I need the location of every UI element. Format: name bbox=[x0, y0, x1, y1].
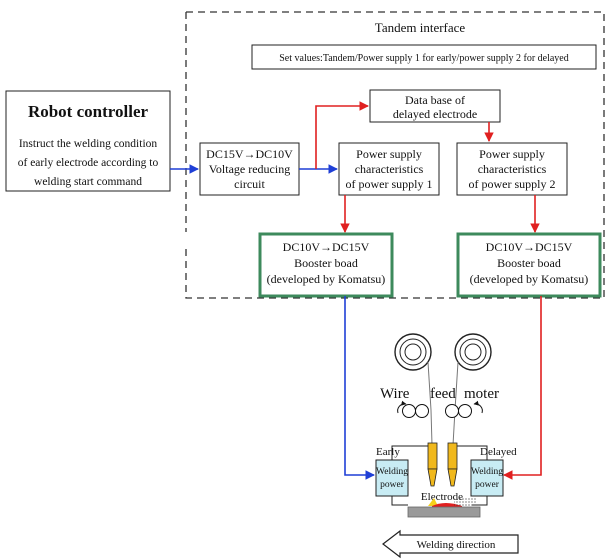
psc1-line: characteristics bbox=[355, 162, 424, 176]
robot-controller-line: welding start command bbox=[34, 176, 142, 188]
welding-direction-arrow-icon: Welding direction bbox=[382, 529, 519, 559]
set-values-text: Set values:Tandem/Power supply 1 for ear… bbox=[279, 53, 569, 64]
wire-feed-word: feed bbox=[430, 386, 456, 402]
booster1-line: DC10V→DC15V bbox=[283, 240, 370, 254]
early-torch-icon bbox=[427, 442, 438, 487]
arrow-booster1-to-welding-power bbox=[344, 296, 375, 480]
base-metal bbox=[407, 506, 481, 518]
voltage-reducing-line: Voltage reducing bbox=[209, 162, 290, 176]
booster2-line: DC10V→DC15V bbox=[486, 240, 573, 254]
circuit-wiring bbox=[391, 445, 488, 506]
psc2-line: of power supply 2 bbox=[469, 177, 556, 191]
feed-rollers-icon bbox=[397, 400, 483, 418]
voltage-reducing-line: DC15V→DC10V bbox=[206, 147, 293, 161]
welding-power-right-line: Welding bbox=[471, 467, 503, 477]
psc2-line: Power supply bbox=[479, 147, 545, 161]
booster2-line: (developed by Komatsu) bbox=[470, 272, 589, 286]
robot-controller-line: of early electrode according to bbox=[18, 157, 159, 169]
welding-power-left-box: Welding power bbox=[375, 459, 409, 497]
arrow-booster2-to-welding-power bbox=[503, 296, 542, 480]
voltage-reducing-box: DC15V→DC10V Voltage reducing circuit bbox=[199, 142, 300, 196]
welding-power-right-line: power bbox=[475, 480, 500, 490]
power-supply-characteristics-1-box: Power supply characteristics of power su… bbox=[338, 142, 440, 196]
early-label: Early bbox=[376, 446, 400, 458]
arrow-reducer-to-database bbox=[315, 101, 369, 169]
delayed-torch-icon bbox=[447, 442, 458, 487]
psc2-line: characteristics bbox=[478, 162, 547, 176]
booster-board-2-box: DC10V→DC15V Booster boad (developed by K… bbox=[456, 232, 602, 298]
welding-power-left-line: power bbox=[380, 480, 405, 490]
welding-power-right-box: Welding power bbox=[470, 459, 504, 497]
tandem-interface-region: Tandem interface Set values:Tandem/Power… bbox=[185, 11, 605, 299]
booster2-line: Booster boad bbox=[497, 256, 561, 270]
set-values-box bbox=[251, 44, 597, 70]
power-supply-characteristics-2-box: Power supply characteristics of power su… bbox=[456, 142, 568, 196]
database-box: Data base of delayed electrode bbox=[369, 89, 501, 123]
psc1-line: Power supply bbox=[356, 147, 422, 161]
database-line: Data base of bbox=[405, 93, 465, 107]
welding-power-left-line: Welding bbox=[376, 467, 408, 477]
booster1-line: Booster boad bbox=[294, 256, 358, 270]
delayed-label: Delayed bbox=[480, 446, 517, 458]
wire-reel-right-icon bbox=[454, 333, 492, 371]
psc1-line: of power supply 1 bbox=[346, 177, 433, 191]
tandem-interface-title: Tandem interface bbox=[375, 20, 466, 35]
database-line: delayed electrode bbox=[393, 107, 477, 121]
wire-reel-left-icon bbox=[394, 333, 432, 371]
robot-controller-line: Instruct the welding condition bbox=[19, 138, 158, 150]
wire-feed-word: moter bbox=[464, 386, 499, 402]
welding-direction-label: Welding direction bbox=[417, 539, 496, 551]
robot-controller-title: Robot controller bbox=[28, 102, 149, 121]
wire-lines bbox=[427, 361, 459, 446]
voltage-reducing-line: circuit bbox=[234, 177, 265, 191]
booster1-line: (developed by Komatsu) bbox=[267, 272, 386, 286]
electrode-label: Electrode bbox=[421, 491, 463, 503]
booster-board-1-box: DC10V→DC15V Booster boad (developed by K… bbox=[258, 232, 394, 298]
signal-arrows bbox=[170, 101, 542, 480]
robot-controller-box: Robot controller Instruct the welding co… bbox=[5, 90, 171, 192]
wire-feed-word: Wire bbox=[380, 386, 410, 402]
